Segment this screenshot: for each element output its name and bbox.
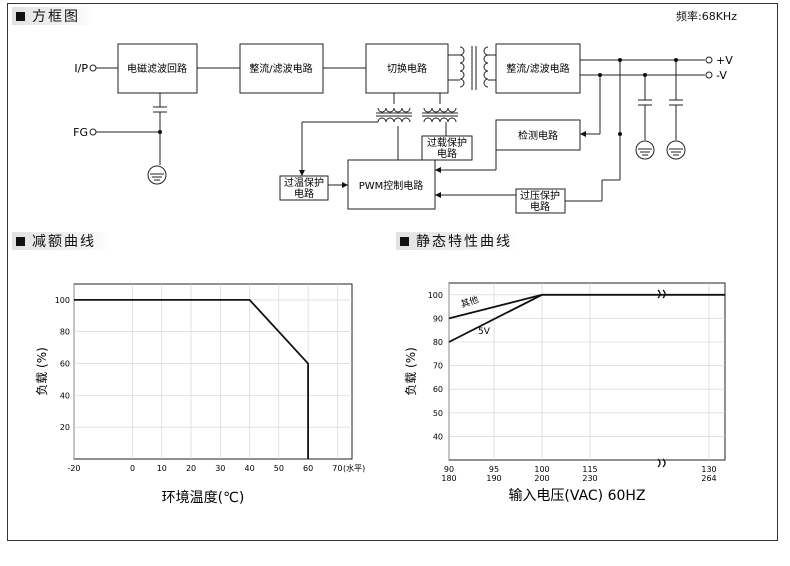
square-bullet-icon <box>16 11 25 21</box>
derating-y-tick-label: 40 <box>60 391 70 400</box>
derating-x-axis-label: 环境温度(℃) <box>162 490 245 506</box>
derating-x-unit-note: (水平) <box>343 463 365 473</box>
frequency-label: 频率:68KHz <box>676 10 737 23</box>
derating-x-tick-label: 50 <box>274 464 284 473</box>
overvoltage-protection-line2: 电路 <box>530 200 550 213</box>
derating-x-tick-label: 20 <box>186 464 196 473</box>
static-y-tick-label: 80 <box>433 338 443 347</box>
detection-block: 检测电路 <box>518 129 558 142</box>
emi-filter-block: 电磁滤波回路 <box>127 62 187 75</box>
axis-break-icon <box>657 458 666 468</box>
square-bullet-icon <box>400 236 409 246</box>
switching-block: 切换电路 <box>387 62 427 75</box>
derating-x-tick-label: 40 <box>244 464 254 473</box>
derating-x-tick-label: -20 <box>67 464 80 473</box>
derating-x-tick-label: 60 <box>303 464 313 473</box>
static-y-tick-label: 100 <box>428 291 443 300</box>
static-x-tick-bottom-label: 200 <box>534 474 549 483</box>
static-x-tick-top-label: 115 <box>582 465 597 474</box>
overload-protection-line2: 电路 <box>437 147 457 160</box>
square-bullet-icon <box>16 236 25 246</box>
derating-x-tick-label: 0 <box>130 464 135 473</box>
derating-y-tick-label: 80 <box>60 328 70 337</box>
overtemp-protection-line1: 过温保护 <box>284 176 324 189</box>
output-rectifier-block: 整流/滤波电路 <box>506 62 569 75</box>
static-y-axis-label: 负载 (%) <box>404 347 418 396</box>
ground-terminal-label: FG <box>73 126 88 139</box>
static-y-tick-label: 50 <box>433 409 443 418</box>
derating-y-tick-label: 60 <box>60 360 70 369</box>
static-x-tick-top-label: 130 <box>701 465 716 474</box>
static-x-tick-top-label: 95 <box>489 465 499 474</box>
derating-x-tick-label: 30 <box>215 464 225 473</box>
static-x-tick-top-label: 90 <box>444 465 454 474</box>
static-x-tick-bottom-label: 190 <box>486 474 501 483</box>
derating-curve <box>74 299 310 459</box>
derating-y-tick-label: 20 <box>60 423 70 432</box>
static-y-tick-label: 70 <box>433 362 443 371</box>
overtemp-protection-line2: 电路 <box>294 187 314 200</box>
overload-protection-line1: 过载保护 <box>427 136 467 149</box>
static-x-axis-label: 输入电压(VAC) 60HZ <box>508 488 645 504</box>
static-x-tick-top-label: 100 <box>534 465 549 474</box>
pwm-control-block: PWM控制电路 <box>359 179 424 192</box>
static-x-tick-bottom-label: 180 <box>441 474 456 483</box>
static-y-tick-label: 90 <box>433 314 443 323</box>
derating-y-tick-label: 100 <box>55 296 70 305</box>
static-y-tick-label: 40 <box>433 432 443 441</box>
static-series-other-label: 其他 <box>459 293 480 310</box>
derating-x-tick-label: 70 <box>332 464 342 473</box>
input-terminal-label: I/P <box>74 62 88 75</box>
overvoltage-protection-line1: 过压保护 <box>520 189 560 202</box>
static-series-5v-label: 5V <box>478 327 491 337</box>
derating-x-tick-label: 10 <box>157 464 167 473</box>
rectifier-block: 整流/滤波电路 <box>249 62 312 75</box>
derating-plot-frame <box>73 283 353 460</box>
block-diagram-title: 方框图 <box>12 7 94 25</box>
static-series-other-line <box>448 293 725 320</box>
output-positive-label: +V <box>716 54 733 67</box>
outer-frame <box>7 3 778 541</box>
axis-break-icon <box>657 289 666 299</box>
static-y-tick-label: 60 <box>433 385 443 394</box>
derating-y-axis-label: 负载 (%) <box>35 347 49 396</box>
output-negative-label: -V <box>716 69 727 82</box>
derating-title: 减额曲线 <box>12 232 112 250</box>
static-plot-frame <box>448 282 726 461</box>
static-x-tick-bottom-label: 264 <box>701 474 716 483</box>
static-x-tick-bottom-label: 230 <box>582 474 597 483</box>
static-characteristic-title: 静态特性曲线 <box>396 232 520 250</box>
block-diagram: I/P FG +V -V 电磁滤波回路 整流/滤波电路 切换电路 整流/滤波电路… <box>73 43 733 214</box>
static-series-5v-line <box>448 293 543 343</box>
